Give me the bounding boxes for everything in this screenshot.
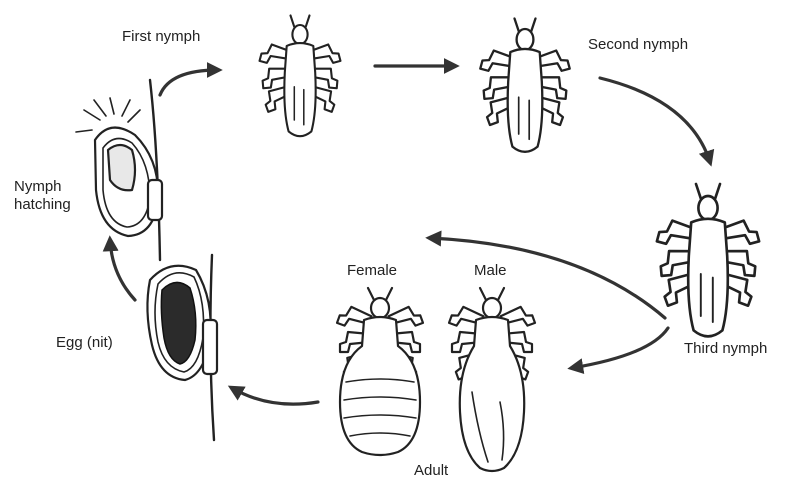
arrow-hatching-to-first-nymph [160,70,218,95]
nymph-hatching-illustration [76,98,162,236]
label-second-nymph: Second nymph [588,36,688,54]
label-egg-nit: Egg (nit) [56,334,113,352]
label-third-nymph: Third nymph [684,340,767,358]
arrow-second-to-third-nymph [600,78,710,162]
label-adult: Adult [414,462,448,480]
adult-female-illustration [337,288,423,455]
arrow-adult-to-egg [232,388,318,404]
adult-male-illustration [449,288,535,471]
first-nymph-illustration [260,15,341,136]
arrow-third-nymph-to-female [430,238,665,318]
arrow-egg-to-hatching [110,240,135,300]
arrow-third-nymph-to-male [572,328,668,368]
second-nymph-illustration [480,19,569,152]
label-male: Male [474,262,507,280]
third-nymph-illustration [657,184,759,336]
label-nymph-hatching: Nymph hatching [14,178,94,214]
label-first-nymph: First nymph [122,28,200,46]
label-female: Female [347,262,397,280]
egg-nit-illustration [147,266,217,380]
